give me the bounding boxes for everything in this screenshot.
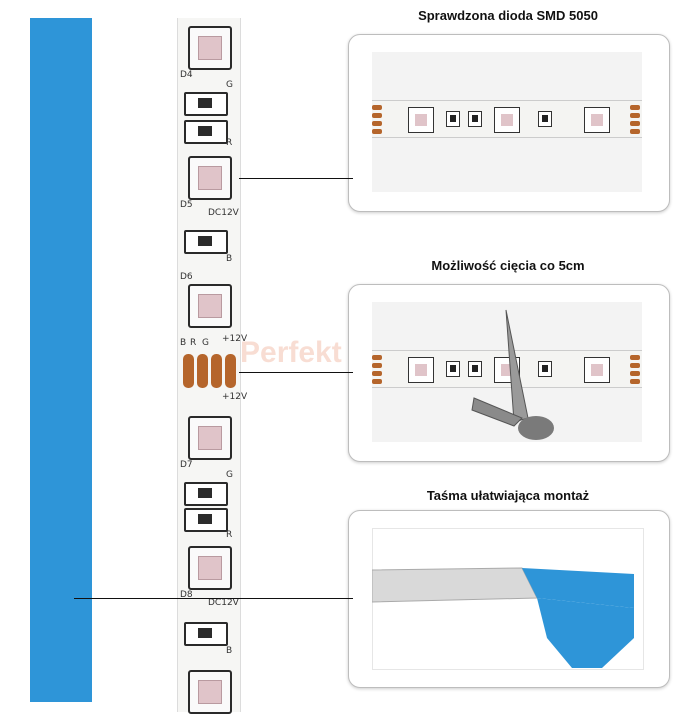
led-chip <box>188 156 232 200</box>
strip-label-plus12v: +12V <box>222 334 248 344</box>
mounting-tape-strip <box>30 18 92 702</box>
led-strip: D4 G R D5 DC12V B D6 +12V G R B +12V D7 … <box>177 18 247 714</box>
strip-label-g: G <box>226 470 233 480</box>
strip-label-g: G <box>226 80 233 90</box>
resistor <box>184 230 228 254</box>
strip-label-d7: D7 <box>180 460 193 470</box>
strip-label-d8: D8 <box>180 590 193 600</box>
led-chip <box>188 26 232 70</box>
resistor <box>184 92 228 116</box>
led-chip <box>188 416 232 460</box>
mini-strip <box>372 100 642 138</box>
resistor <box>184 508 228 532</box>
strip-label-b: B <box>180 338 187 348</box>
strip-label-r: R <box>190 338 197 348</box>
strip-label-dc12v: DC12V <box>208 598 239 608</box>
strip-label-d4: D4 <box>180 70 193 80</box>
strip-label-g: G <box>202 338 209 348</box>
strip-label-d5: D5 <box>180 200 193 210</box>
callout-title-cutting: Możliwość cięcia co 5cm <box>431 258 585 273</box>
led-chip <box>188 546 232 590</box>
callout-title-diode: Sprawdzona dioda SMD 5050 <box>418 8 598 23</box>
resistor <box>184 622 228 646</box>
strip-label-b: B <box>226 646 233 656</box>
strip-label-r: R <box>226 138 233 148</box>
pointer-line-tape <box>74 598 353 599</box>
scissors-icon <box>471 309 554 440</box>
resistor <box>184 120 228 144</box>
led-chip <box>188 670 232 714</box>
watermark: Perfekt <box>240 336 342 369</box>
strip-label-plus12v: +12V <box>222 392 248 402</box>
strip-label-dc12v: DC12V <box>208 208 239 218</box>
strip-label-d6: D6 <box>180 272 193 282</box>
pointer-line-cutting <box>239 372 353 373</box>
solder-pad <box>197 354 208 388</box>
solder-pad <box>183 354 194 388</box>
led-chip <box>188 284 232 328</box>
solder-pad <box>225 354 236 388</box>
resistor <box>184 482 228 506</box>
pointer-line-diode <box>239 178 353 179</box>
strip-label-b: B <box>226 254 233 264</box>
strip-label-r: R <box>226 530 233 540</box>
tape-peel-illustration <box>372 567 634 668</box>
callout-title-tape: Taśma ułatwiająca montaż <box>426 488 590 503</box>
solder-pad <box>211 354 222 388</box>
